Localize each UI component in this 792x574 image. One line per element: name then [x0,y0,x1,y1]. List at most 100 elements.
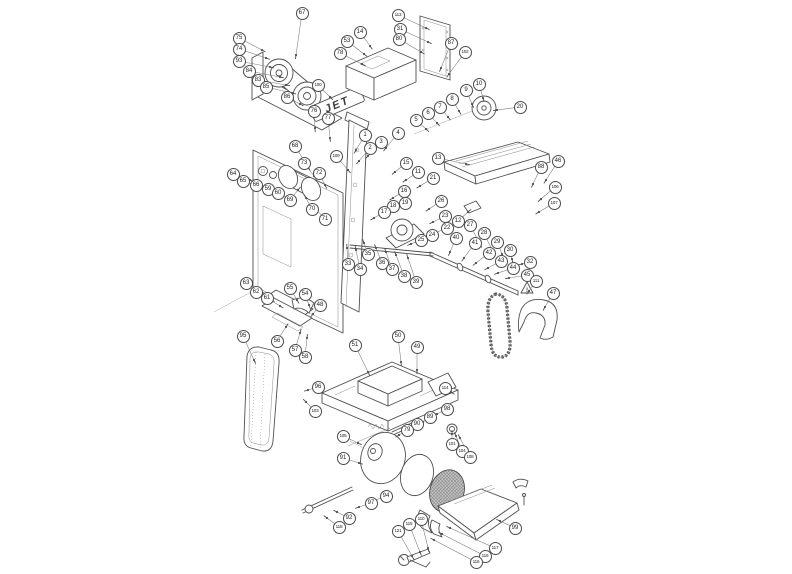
callout-balloon-4: 4 [391,126,405,140]
callout-balloon-21: 21 [426,171,440,185]
leader-target-dot [439,66,443,70]
leader-target-dot [431,220,435,224]
leader-target-dot [335,510,339,514]
leader-target-dot [481,96,485,100]
callout-balloon-100: 100 [311,78,325,92]
callout-balloon-71: 71 [318,212,332,226]
callout-balloon-17: 17 [377,205,391,219]
leader-target-dot [424,26,428,30]
callout-balloon-95: 95 [236,329,250,343]
callout-balloon-92: 92 [342,511,356,525]
callout-balloon-79: 79 [400,423,414,437]
callout-balloon-118: 118 [332,520,346,534]
callout-balloon-94: 94 [379,489,393,503]
leader-target-dot [447,72,451,76]
leader-target-dot [457,109,461,113]
leader-target-dot [284,325,288,329]
callout-balloon-86: 86 [280,90,294,104]
leader-target-dot [498,519,502,523]
leader-target-dot [435,121,439,125]
callout-balloon-28: 28 [477,226,491,240]
drive-chain [486,292,512,359]
leader-target-dot [362,241,366,245]
leader-target-dot [346,168,350,172]
callout-balloon-77: 77 [321,111,335,125]
callout-balloon-23: 23 [438,209,452,223]
leader-target-dot [360,62,364,66]
leader-target-dot [391,196,395,200]
leader-target-dot [486,266,490,270]
callout-balloon-80: 80 [392,32,406,46]
callout-balloon-107: 107 [547,196,561,210]
callout-balloon-30: 30 [503,243,517,257]
callout-balloon-106: 106 [548,180,562,194]
leader-target-dot [539,197,543,201]
callout-balloon-63: 63 [239,276,253,290]
leader-target-dot [440,532,444,536]
callout-balloon-1: 1 [358,128,372,142]
leader-target-dot [357,159,361,163]
leader-target-dot [394,253,398,257]
leader-target-dot [357,505,361,509]
callout-balloon-6: 6 [421,106,435,120]
callout-balloon-38: 38 [397,269,411,283]
leader-line [433,539,477,563]
callout-balloon-84: 84 [242,64,256,78]
warning-symbol: ! [526,288,528,294]
leader-target-dot [284,83,288,87]
callout-balloon-55: 55 [283,281,297,295]
callout-balloon-34: 34 [353,262,367,276]
leader-target-dot [507,276,511,280]
leader-target-dot [543,305,547,309]
callout-balloon-12: 12 [451,214,465,228]
callout-balloon-51: 51 [348,338,362,352]
leader-target-dot [496,271,500,275]
control-box [345,47,417,101]
leader-target-dot [410,554,414,558]
callout-balloon-47: 47 [546,286,560,300]
callout-balloon-96: 96 [311,380,325,394]
callout-balloon-8: 8 [445,92,459,106]
callout-balloon-26: 26 [434,194,448,208]
callout-balloon-70: 70 [305,202,319,216]
leader-line [295,12,303,56]
leader-target-dot [278,304,282,308]
top-pulley [471,95,497,121]
callout-balloon-116: 116 [469,555,483,569]
leader-target-dot [384,250,388,254]
leader-target-dot [520,262,524,266]
callout-balloon-37: 37 [385,262,399,276]
leader-target-dot [372,216,376,220]
callout-balloon-27: 27 [463,218,477,232]
leader-target-dot [448,526,452,530]
upper-work-table [443,140,551,214]
callout-balloon-40: 40 [449,231,463,245]
leader-target-dot [544,178,548,182]
leader-target-dot [495,108,499,112]
leader-target-dot [366,154,370,158]
callout-balloon-102: 102 [458,45,472,59]
callout-balloon-57: 57 [288,343,302,357]
leader-target-dot [368,44,372,48]
leader-target-dot [313,126,317,130]
callout-balloon-22: 22 [440,221,454,235]
callout-balloon-111: 111 [529,274,543,288]
leader-target-dot [362,52,366,56]
callout-balloon-50: 50 [391,329,405,343]
leader-target-dot [450,432,454,436]
leader-target-dot [466,210,470,214]
leader-target-dot [470,102,474,106]
leader-target-dot [304,400,308,404]
callout-balloon-25: 25 [414,233,428,247]
callout-balloon-39: 39 [409,275,423,289]
callout-balloon-5: 5 [409,113,423,127]
callout-balloon-7: 7 [433,100,447,114]
leader-target-dot [537,210,541,214]
leader-target-dot [462,256,466,260]
leader-line [449,527,496,549]
leader-target-dot [424,127,428,131]
callout-balloon-41: 41 [468,236,482,250]
callout-balloon-10: 10 [472,77,486,91]
callout-balloon-62: 62 [249,285,263,299]
